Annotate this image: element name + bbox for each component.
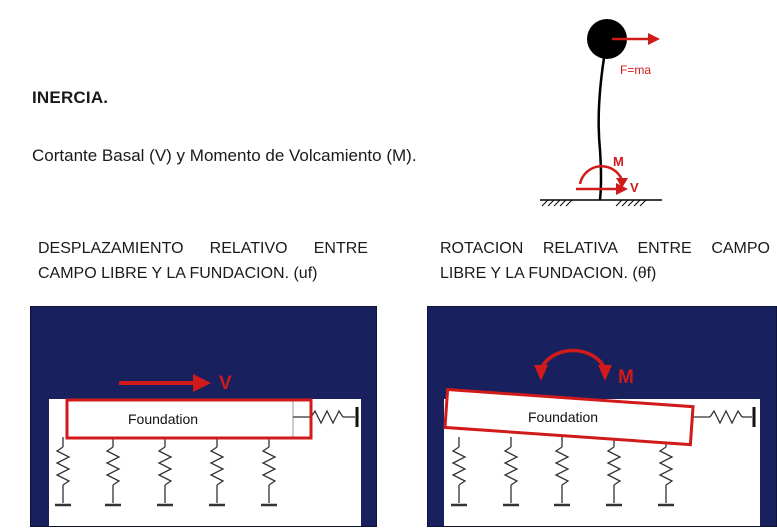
moment-label: M [618,367,634,388]
mass-circle [587,19,627,59]
caption-word: ENTRE [637,240,692,257]
rotated-foundation [443,387,695,447]
rotation-diagram: Foundation M [443,348,760,526]
ground-hatch [541,199,647,207]
right-caption-line1: ROTACION RELATIVA ENTRE CAMPO [440,236,770,261]
force-label: F=ma [620,63,651,77]
shear-label: V [630,180,639,195]
right-caption: ROTACION RELATIVA ENTRE CAMPO LIBRE Y LA… [440,236,770,286]
caption-word: ENTRE [313,240,368,257]
moment-label: M [613,154,624,169]
right-caption-line2: LIBRE Y LA FUNDACION. (θf) [440,265,657,282]
section-heading: INERCIA. [32,88,109,107]
left-caption: DESPLAZAMIENTO RELATIVO ENTRE CAMPO LIBR… [38,236,368,286]
column-force-diagram: F=ma M V [540,19,662,207]
rotation-panel: Foundation M [427,306,777,527]
caption-word: RELATIVA [542,240,618,257]
translation-diagram: Foundation V [49,373,361,526]
moment-arrow-head [616,178,628,188]
caption-word: ROTACION [440,240,524,257]
moment-arc [578,164,624,185]
horizontal-spring [293,407,359,427]
displaced-foundation-outline [65,398,313,440]
foundation-label: Foundation [528,409,598,425]
moment-arrow-head-left [534,365,548,381]
vertical-springs [451,437,674,507]
left-caption-line1: DESPLAZAMIENTO RELATIVO ENTRE [38,236,368,261]
left-caption-line2: CAMPO LIBRE Y LA FUNDACION. (uf) [38,265,318,282]
shear-force-label: V [219,373,232,394]
subheading: Cortante Basal (V) y Momento de Volcamie… [32,146,417,165]
column-line [597,57,606,201]
shear-force-arrow-head [193,374,211,392]
shear-arrow-head [616,183,628,195]
foundation-label: Foundation [128,411,198,427]
force-arrow-head [648,33,660,45]
foundation-block-outline [66,399,294,438]
caption-word: CAMPO [711,240,770,257]
caption-word: RELATIVO [209,240,288,257]
caption-word: DESPLAZAMIENTO [38,240,184,257]
moment-arrow-head-right [598,365,612,381]
moment-arc [539,348,607,370]
translation-panel: Foundation V [30,306,377,527]
